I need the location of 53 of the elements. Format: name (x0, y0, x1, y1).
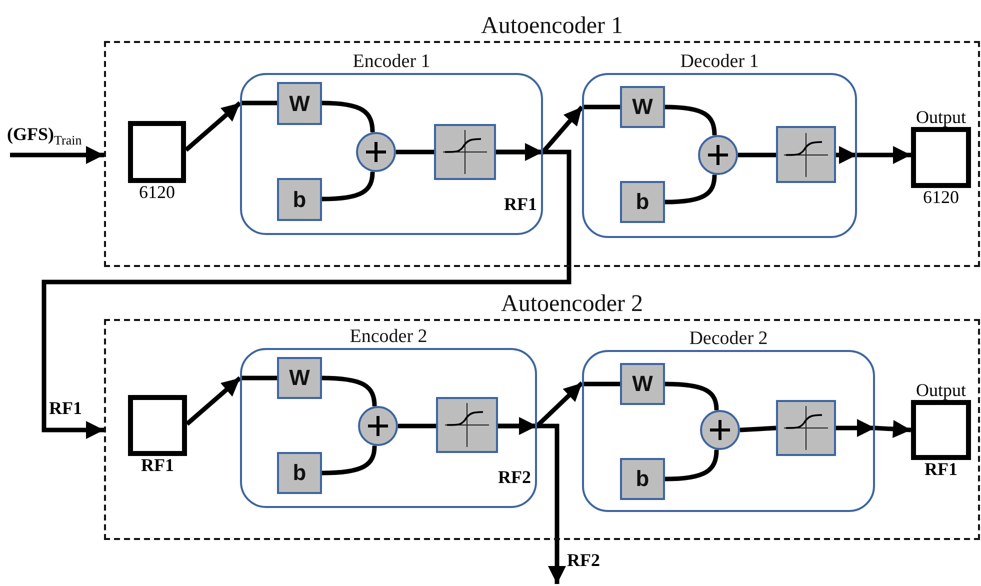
parameter-box: b (277, 178, 322, 221)
node-caption: 6120 (139, 182, 175, 203)
node-title: Output (916, 107, 966, 128)
sum-circle (356, 132, 396, 172)
parameter-box: W (277, 82, 322, 125)
activation-box (776, 126, 836, 183)
connector-line (322, 446, 377, 476)
group-title: Autoencoder 1 (481, 13, 623, 40)
output-label: RF2 (498, 467, 531, 488)
block-title: Decoder 2 (689, 328, 768, 350)
sum-circle (700, 410, 740, 450)
sum-circle (358, 406, 398, 446)
activation-box (776, 400, 836, 456)
connector-line (396, 150, 434, 154)
connector-line (322, 376, 377, 406)
node-caption: RF1 (924, 459, 958, 480)
connector-line (740, 426, 776, 432)
connector-line (664, 450, 719, 482)
connector-line (582, 382, 620, 386)
arrow (184, 101, 242, 152)
node-caption: 6120 (923, 187, 959, 208)
arrow (498, 424, 566, 584)
output-label: RF1 (504, 194, 537, 215)
block-title: Encoder 1 (352, 51, 430, 73)
parameter-box: b (620, 458, 665, 500)
arrow (42, 150, 572, 439)
connector-line (664, 174, 717, 204)
arrow (836, 146, 911, 164)
parameter-box: W (620, 363, 665, 405)
sum-circle (698, 135, 738, 175)
parameter-box: W (620, 86, 665, 128)
activation-box (434, 124, 496, 180)
connector-line (664, 104, 717, 136)
connector-line (240, 376, 277, 380)
node-title: Output (916, 380, 966, 401)
parameter-box: b (277, 452, 322, 494)
parameter-box: W (277, 357, 322, 399)
node-caption: RF1 (141, 455, 174, 476)
block-title: Encoder 2 (350, 326, 428, 348)
group-title: Autoencoder 2 (501, 291, 643, 318)
arrow (186, 376, 242, 426)
connector-line (240, 100, 277, 106)
connector-line (322, 100, 375, 132)
connector-line (398, 424, 436, 428)
activation-box (436, 397, 498, 453)
connector-line (664, 382, 719, 410)
parameter-box: b (620, 181, 665, 223)
arrow (836, 419, 912, 438)
arrow (10, 146, 104, 164)
connector-line (582, 104, 620, 110)
connector-line (738, 152, 776, 158)
block-title: Decoder 1 (680, 51, 759, 73)
connector-line (322, 172, 375, 202)
